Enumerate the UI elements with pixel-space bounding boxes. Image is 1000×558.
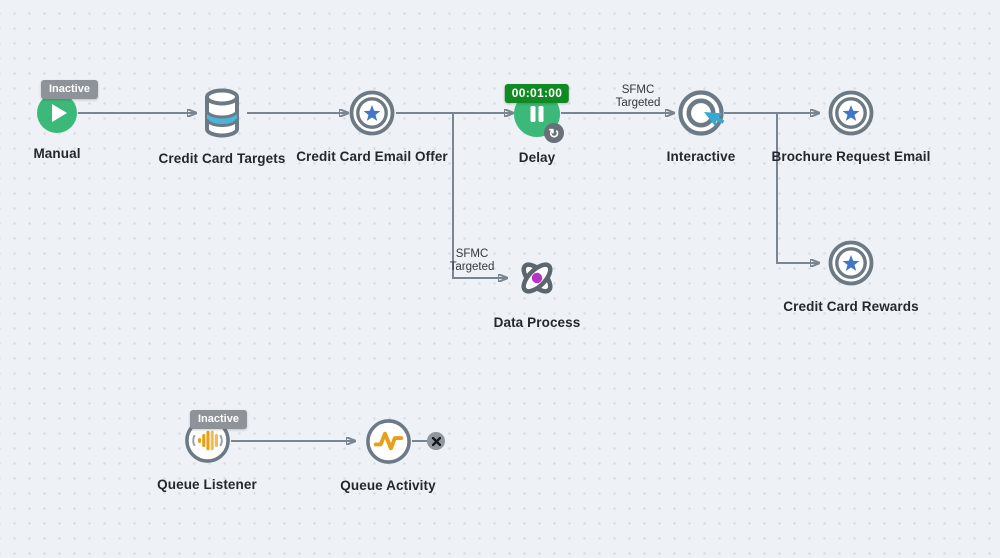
node-label: Data Process (493, 315, 581, 330)
email-star-icon (828, 90, 874, 136)
node-credit-card-email-offer[interactable]: Credit Card Email Offer (282, 90, 462, 164)
status-badge: Inactive (190, 410, 247, 429)
node-label: Queue Activity (340, 478, 436, 493)
play-triangle-icon (52, 104, 67, 122)
play-icon (37, 93, 77, 133)
node-interactive[interactable]: Interactive (611, 90, 791, 164)
node-label: Credit Card Targets (158, 151, 286, 166)
status-badge: Inactive (41, 80, 98, 99)
node-credit-card-rewards[interactable]: Credit Card Rewards (761, 240, 941, 314)
close-icon (431, 436, 441, 446)
edge-interactive-to-credit-card-rewards[interactable] (776, 113, 818, 263)
database-icon (205, 88, 239, 138)
pulse-icon (365, 419, 411, 464)
node-label: Queue Listener (157, 477, 257, 492)
node-brochure-request-email[interactable]: Brochure Request Email (761, 90, 941, 164)
node-label: Credit Card Email Offer (296, 149, 448, 164)
edge-label-sfmc-targeted-interactive[interactable]: SFMC Targeted (615, 84, 661, 109)
node-data-process[interactable]: Data Process (447, 254, 627, 330)
edge-label-sfmc-targeted-data-process[interactable]: SFMC Targeted (449, 248, 495, 273)
edge-email-offer-to-data-process[interactable] (452, 113, 506, 278)
email-star-icon (828, 240, 874, 286)
node-queue-activity[interactable]: Queue Activity (298, 418, 478, 493)
node-label: Manual (33, 146, 81, 161)
interactive-cursor-icon (678, 90, 725, 136)
node-label: Brochure Request Email (771, 149, 931, 164)
delay-timer-badge: 00:01:00 (504, 84, 570, 103)
node-delay[interactable]: 00:01:00 ↻ Delay (447, 84, 627, 165)
node-label: Delay (518, 150, 556, 165)
node-credit-card-targets[interactable]: Credit Card Targets (132, 88, 312, 166)
pause-bars-icon (530, 106, 544, 122)
close-button[interactable] (427, 432, 445, 450)
node-queue-listener[interactable]: Inactive Queue Listener (117, 410, 297, 492)
atom-icon (521, 262, 553, 294)
node-manual[interactable]: Inactive Manual (0, 80, 147, 161)
refresh-icon: ↻ (544, 123, 564, 143)
node-label: Interactive (666, 149, 736, 164)
email-star-icon (349, 90, 395, 136)
node-label: Credit Card Rewards (783, 299, 919, 314)
